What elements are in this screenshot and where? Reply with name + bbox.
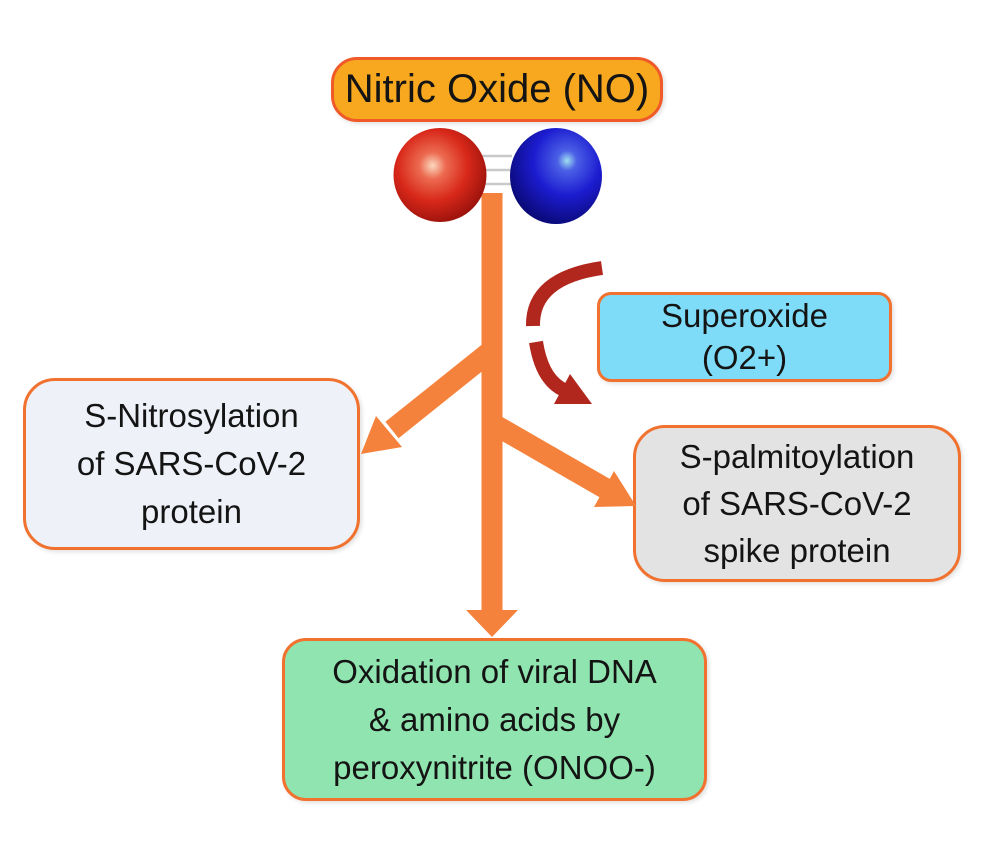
reaction-arrow-lower-arc: [529, 340, 568, 397]
main-down-arrow-stem: [481, 193, 503, 612]
oxidation-box: Oxidation of viral DNA & amino acids by …: [282, 638, 707, 801]
s-palmitoylation-line2: of SARS-CoV-2: [682, 485, 912, 522]
s-palmitoylation-box: S-palmitoylation of SARS-CoV-2 spike pro…: [633, 425, 961, 582]
oxidation-line1: Oxidation of viral DNA: [332, 652, 657, 690]
oxidation-line2: & amino acids by: [368, 700, 621, 738]
right-branch-arrow-head: [594, 471, 636, 507]
left-branch-arrow-head: [361, 416, 402, 454]
main-down-arrow-head: [466, 610, 518, 637]
nitrogen-atom-sphere: [510, 128, 602, 224]
nitric-oxide-title-box: Nitric Oxide (NO): [331, 57, 663, 122]
superoxide-label-line2: (O2+): [701, 339, 788, 376]
nitric-oxide-label: Nitric Oxide (NO): [344, 67, 650, 111]
left-branch-arrow-shaft: [385, 341, 499, 439]
oxidation-line3: peroxynitrite (ONOO-): [333, 748, 656, 786]
superoxide-box: Superoxide (O2+): [597, 292, 892, 382]
s-nitrosylation-line3: protein: [141, 493, 242, 530]
oxygen-atom-sphere: [393, 128, 487, 222]
superoxide-label-line1: Superoxide: [661, 297, 828, 334]
s-nitrosylation-line2: of SARS-CoV-2: [76, 445, 307, 482]
right-branch-arrow-shaft: [484, 412, 614, 500]
superoxide-reaction-arrow: [525, 261, 604, 404]
s-nitrosylation-box: S-Nitrosylation of SARS-CoV-2 protein: [23, 378, 360, 550]
reaction-arrow-head: [554, 374, 592, 404]
s-palmitoylation-line3: spike protein: [703, 532, 891, 569]
triple-bond-lines: [468, 154, 512, 186]
s-nitrosylation-line1: S-Nitrosylation: [84, 397, 299, 434]
reaction-arrow-upper-arc: [525, 261, 604, 327]
s-palmitoylation-line1: S-palmitoylation: [679, 438, 915, 475]
